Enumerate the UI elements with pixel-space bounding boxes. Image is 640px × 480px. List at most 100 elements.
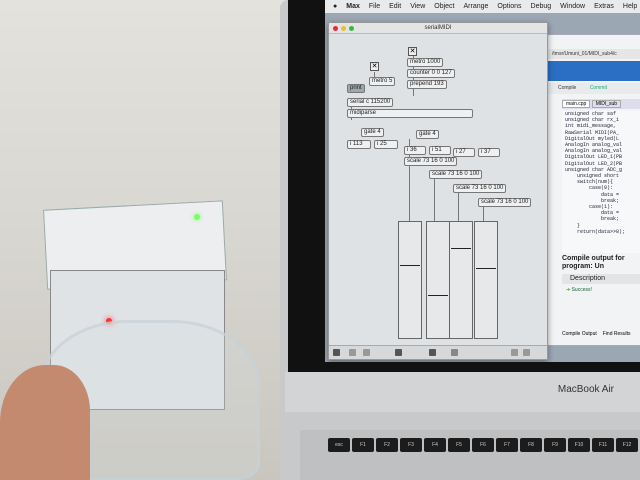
menu-object[interactable]: Object	[434, 3, 455, 10]
slider-4[interactable]	[474, 221, 498, 339]
slider-knob[interactable]	[451, 247, 471, 249]
code-line: case(0):	[565, 185, 614, 192]
slider-knob[interactable]	[400, 264, 420, 266]
ide-header	[538, 61, 640, 81]
menu-window[interactable]: Window	[560, 3, 586, 10]
menu-debug[interactable]: Debug	[530, 3, 552, 10]
compare-51[interactable]: i 51	[429, 146, 451, 155]
window-title: serialMIDI	[424, 25, 452, 31]
toggle-metro-1000[interactable]: ✕	[408, 47, 417, 56]
code-line: break;	[565, 197, 620, 204]
key-f9[interactable]: F9	[544, 438, 566, 452]
slider-1[interactable]	[398, 221, 422, 339]
compare-113[interactable]: i 113	[347, 140, 371, 149]
code-line: AnalogIn analog_val	[565, 142, 623, 149]
tab-midi-sub[interactable]: MIDI_sub	[591, 100, 622, 108]
key-f3[interactable]: F3	[400, 438, 422, 452]
metro-5-object[interactable]: metro 5	[369, 77, 396, 86]
menu-extras[interactable]: Extras	[594, 3, 614, 10]
apple-icon[interactable]: ●	[333, 3, 338, 10]
compare-27[interactable]: i 27	[453, 148, 475, 157]
laptop-brand-label: MacBook Air	[557, 384, 614, 395]
grid-icon[interactable]	[363, 349, 370, 356]
menu-help[interactable]: Help	[622, 3, 638, 10]
description-header: Description	[562, 274, 640, 284]
key-f10[interactable]: F10	[568, 438, 590, 452]
success-arrow-icon: ➜	[566, 287, 571, 293]
key-f4[interactable]: F4	[424, 438, 446, 452]
debug-icon[interactable]	[395, 349, 402, 356]
zoom-button[interactable]	[349, 26, 354, 31]
menu-arrange[interactable]: Arrange	[463, 3, 489, 10]
key-f7[interactable]: F7	[496, 438, 518, 452]
gate-a-object[interactable]: gate 4	[361, 128, 384, 137]
compare-37[interactable]: i 37	[478, 148, 500, 157]
code-line: data =	[565, 210, 620, 217]
slider-knob[interactable]	[476, 268, 496, 270]
patch-canvas[interactable]: ✕ metro 1000 counter 0 0 127 prepend 193…	[329, 35, 549, 347]
counter-object[interactable]: counter 0 0 127	[407, 69, 455, 78]
code-line: switch(num){	[565, 179, 614, 186]
key-f11[interactable]: F11	[592, 438, 614, 452]
menu-file[interactable]: File	[368, 3, 381, 10]
code-line: return(data>>8);	[565, 228, 626, 235]
key-f12[interactable]: F12	[616, 438, 638, 452]
audio-icon[interactable]	[451, 349, 458, 356]
midiparse-object[interactable]: midiparse	[347, 109, 473, 118]
code-line: break;	[565, 216, 620, 223]
menu-options[interactable]: Options	[497, 3, 522, 10]
lock-icon[interactable]	[333, 349, 340, 356]
key-f2[interactable]: F2	[376, 438, 398, 452]
key-f5[interactable]: F5	[448, 438, 470, 452]
print-object[interactable]: print	[347, 84, 365, 93]
max-patch-window: serialMIDI ✕ metro 1000 counter 0 0 127 …	[328, 22, 548, 360]
code-line: case(1):	[565, 204, 614, 211]
metro-1000-object[interactable]: metro 1000	[407, 58, 444, 67]
compile-button[interactable]: Compile	[558, 85, 577, 91]
key-f8[interactable]: F8	[520, 438, 542, 452]
status-text: ➜ Success!	[562, 287, 592, 293]
code-line: DigitalOut LED_2(PB	[565, 160, 623, 167]
sidebar-left-icon[interactable]	[511, 349, 518, 356]
key-f6[interactable]: F6	[472, 438, 494, 452]
scale-object-2[interactable]: scale 73 16 0 100	[429, 170, 483, 179]
url-bar[interactable]: /tmsr/Umuni_01/MIDI_sub4/c	[538, 49, 640, 59]
prepend-object[interactable]: prepend 193	[407, 80, 447, 89]
key-esc[interactable]: esc	[328, 438, 350, 452]
tab-find-results[interactable]: Find Results	[602, 331, 631, 337]
toggle-metro-5[interactable]: ✕	[370, 62, 379, 71]
laptop-chin	[285, 372, 640, 412]
gate-b-object[interactable]: gate 4	[416, 130, 439, 139]
tab-compile-output[interactable]: Compile Output	[562, 331, 597, 337]
minimize-button[interactable]	[341, 26, 346, 31]
commit-button[interactable]: Commit	[589, 85, 607, 91]
compare-25[interactable]: i 25	[374, 140, 398, 149]
slider-knob[interactable]	[428, 295, 448, 297]
slider-2[interactable]	[426, 221, 450, 339]
menu-view[interactable]: View	[410, 3, 426, 10]
scale-object-3[interactable]: scale 73 16 0 100	[453, 184, 507, 193]
code-line: unsigned char ADC_g	[565, 166, 623, 173]
code-line: DigitalOut myled(L	[565, 135, 620, 142]
presentation-icon[interactable]	[349, 349, 356, 356]
code-line: DigitalOut LED_1(PB	[565, 154, 623, 161]
window-titlebar: serialMIDI	[329, 23, 547, 34]
menu-edit[interactable]: Edit	[389, 3, 402, 10]
patch-toolbar	[329, 345, 547, 359]
key-f1[interactable]: F1	[352, 438, 374, 452]
hand	[0, 365, 90, 480]
scale-object-4[interactable]: scale 73 16 0 100	[478, 198, 532, 207]
code-line: unsigned short	[565, 173, 620, 180]
scale-object-1[interactable]: scale 73 16 0 100	[404, 157, 458, 166]
tab-main-cpp[interactable]: main.cpp	[562, 100, 591, 108]
slider-3[interactable]	[449, 221, 473, 339]
code-line: }	[565, 222, 581, 229]
sidebar-right-icon[interactable]	[523, 349, 530, 356]
menu-app[interactable]: Max	[346, 3, 360, 10]
serial-object[interactable]: serial c 115200	[347, 98, 394, 107]
mixer-icon[interactable]	[429, 349, 436, 356]
compare-36[interactable]: i 36	[404, 146, 426, 155]
close-button[interactable]	[333, 26, 338, 31]
